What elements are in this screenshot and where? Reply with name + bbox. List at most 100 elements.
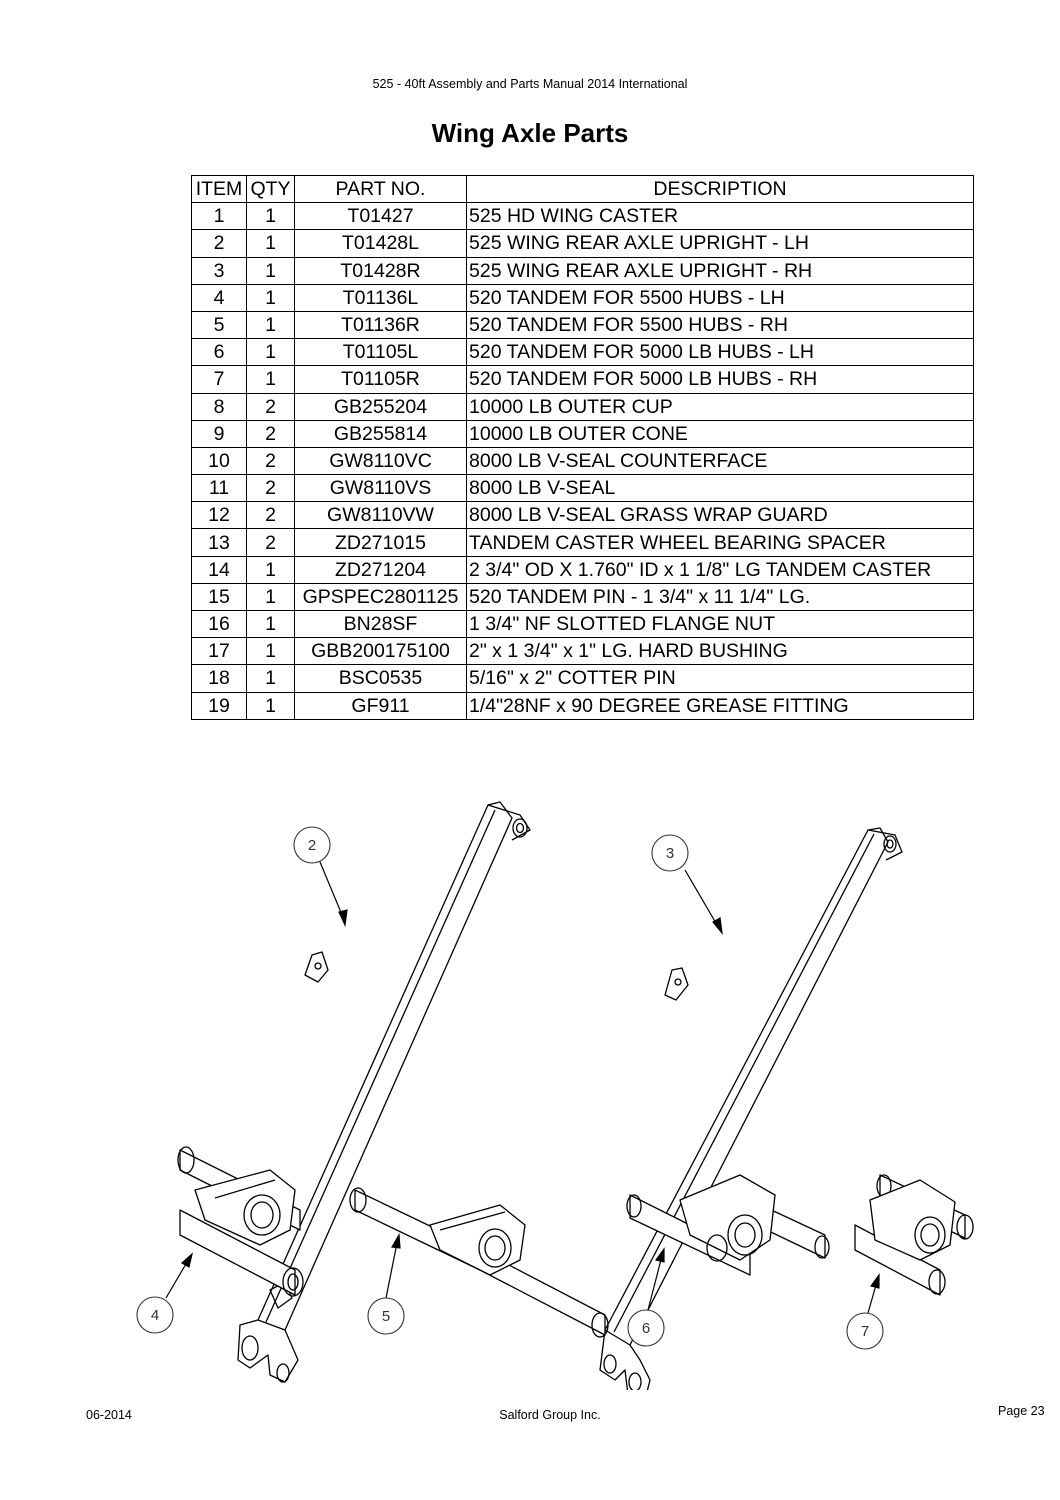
cell-qty: 2 xyxy=(246,392,295,421)
cell-qty: 1 xyxy=(246,691,295,720)
column-header-description: DESCRIPTION xyxy=(466,174,974,204)
cell-description: 1/4"28NF x 90 DEGREE GREASE FITTING xyxy=(466,691,974,720)
cell-part-no: GW8110VS xyxy=(294,474,467,503)
cell-item: 12 xyxy=(191,501,247,530)
callout-3 xyxy=(651,834,689,872)
cell-item: 9 xyxy=(191,419,247,448)
cell-description: 8000 LB V-SEAL COUNTERFACE xyxy=(466,446,974,476)
column-header-part-no: PART NO. xyxy=(294,174,467,204)
cell-part-no: GBB200175100 xyxy=(294,637,467,666)
column-header-item: ITEM xyxy=(191,174,247,204)
cell-item: 18 xyxy=(191,664,247,693)
cell-item: 7 xyxy=(191,365,247,394)
cell-part-no: T01136R xyxy=(294,310,467,340)
cell-description: 520 TANDEM FOR 5500 HUBS - LH xyxy=(466,283,974,312)
cell-description: 525 WING REAR AXLE UPRIGHT - LH xyxy=(466,229,974,258)
cell-qty: 1 xyxy=(246,283,295,312)
cell-part-no: T01105L xyxy=(294,338,467,367)
callout-label: 6 xyxy=(642,1320,650,1337)
tandem-rh-5500-drawing xyxy=(349,1187,609,1338)
callout-2 xyxy=(293,826,331,864)
cell-part-no: GB255814 xyxy=(294,419,467,448)
cell-part-no: T01427 xyxy=(294,202,467,231)
cell-part-no: T01428L xyxy=(294,229,467,258)
footer-page-number: Page 23 xyxy=(998,1404,1045,1418)
cell-description: 525 HD WING CASTER xyxy=(466,202,974,231)
cell-qty: 1 xyxy=(246,202,295,231)
cell-qty: 1 xyxy=(246,555,295,584)
callout-label: 2 xyxy=(308,837,316,854)
cell-item: 6 xyxy=(191,338,247,367)
cell-part-no: ZD271015 xyxy=(294,528,467,557)
cell-description: 520 TANDEM FOR 5000 LB HUBS - LH xyxy=(466,338,974,367)
callout-6 xyxy=(627,1309,665,1347)
cell-part-no: T01105R xyxy=(294,365,467,394)
axle-upright-lh-drawing xyxy=(237,801,531,1383)
cell-qty: 2 xyxy=(246,528,295,557)
cell-part-no: GB255204 xyxy=(294,392,467,421)
table-header-row: ITEM QTY PART NO. DESCRIPTION xyxy=(191,174,974,204)
cell-qty: 1 xyxy=(246,664,295,693)
callout-5 xyxy=(367,1297,405,1335)
cell-item: 15 xyxy=(191,582,247,612)
tandem-lh-5500-drawing xyxy=(177,1146,304,1297)
callout-label: 5 xyxy=(382,1308,390,1325)
cell-description: TANDEM CASTER WHEEL BEARING SPACER xyxy=(466,528,974,557)
parts-drawing: 2 3 4 5 6 7 xyxy=(136,801,974,1390)
cell-description: 2 3/4" OD X 1.760" ID x 1 1/8" LG TANDEM… xyxy=(466,555,974,584)
cell-item: 3 xyxy=(191,256,247,285)
cell-part-no: ZD271204 xyxy=(294,555,467,584)
cell-qty: 1 xyxy=(246,582,295,612)
footer-company: Salford Group Inc. xyxy=(499,1408,601,1422)
callout-label: 4 xyxy=(151,1307,159,1324)
callout-label: 7 xyxy=(861,1323,869,1340)
cell-qty: 1 xyxy=(246,338,295,367)
column-header-qty: QTY xyxy=(246,174,295,204)
cell-item: 16 xyxy=(191,609,247,639)
cell-part-no: BSC0535 xyxy=(294,664,467,693)
page-title: Wing Axle Parts xyxy=(431,118,629,148)
cell-description: 10000 LB OUTER CONE xyxy=(466,419,974,448)
cell-description: 520 TANDEM FOR 5000 LB HUBS - RH xyxy=(466,365,974,394)
tandem-lh-5000-drawing xyxy=(626,1174,830,1276)
cell-part-no: GW8110VC xyxy=(294,446,467,476)
cell-qty: 1 xyxy=(246,637,295,666)
cell-description: 520 TANDEM FOR 5500 HUBS - RH xyxy=(466,310,974,340)
footer-date: 06-2014 xyxy=(86,1408,132,1422)
cell-qty: 2 xyxy=(246,474,295,503)
cell-item: 1 xyxy=(191,202,247,231)
callout-4 xyxy=(136,1296,174,1334)
cell-item: 4 xyxy=(191,283,247,312)
cell-item: 5 xyxy=(191,310,247,340)
cell-item: 19 xyxy=(191,691,247,720)
axle-upright-rh-drawing xyxy=(599,827,903,1390)
cell-item: 8 xyxy=(191,392,247,421)
cell-item: 13 xyxy=(191,528,247,557)
cell-qty: 1 xyxy=(246,256,295,285)
cell-part-no: T01136L xyxy=(294,283,467,312)
cell-description: 1 3/4" NF SLOTTED FLANGE NUT xyxy=(466,609,974,639)
cell-description: 525 WING REAR AXLE UPRIGHT - RH xyxy=(466,256,974,285)
cell-qty: 2 xyxy=(246,446,295,476)
cell-item: 14 xyxy=(191,555,247,584)
cell-item: 11 xyxy=(191,474,247,503)
cell-description: 8000 LB V-SEAL GRASS WRAP GUARD xyxy=(466,501,974,530)
callout-label: 3 xyxy=(666,845,674,862)
